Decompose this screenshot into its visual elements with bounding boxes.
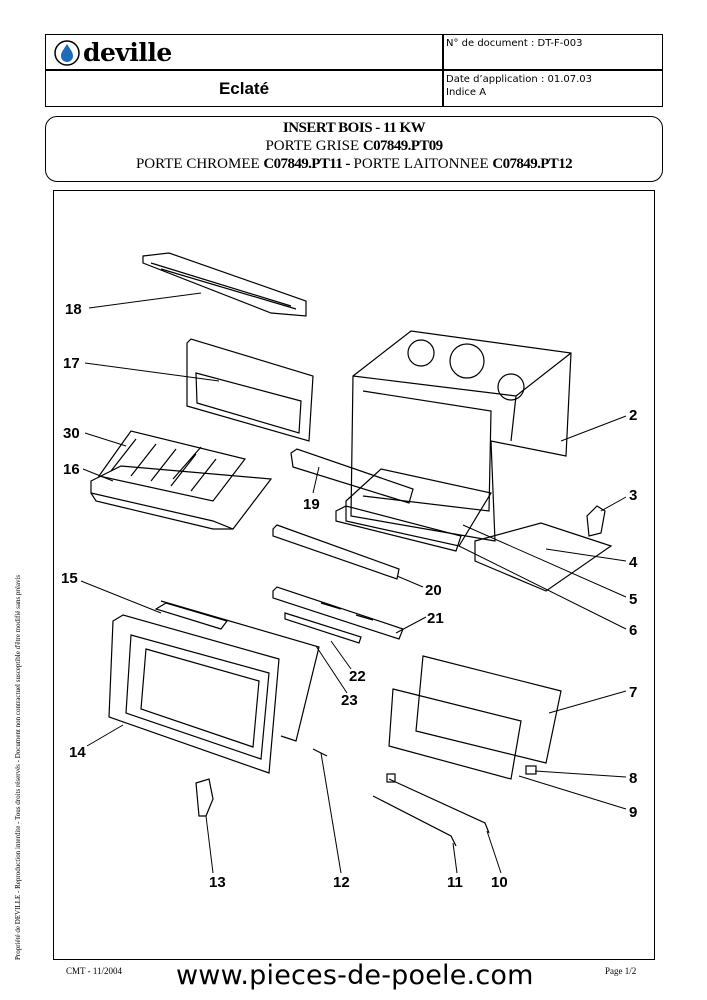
part-8-clip (525, 765, 537, 775)
label-8: 8 (629, 770, 637, 787)
label-22: 22 (349, 668, 366, 685)
part-7-glass (415, 655, 562, 764)
door-chrome-brass-line: PORTE CHROMEE C07849.PT11 - PORTE LAITON… (46, 156, 662, 173)
part-6-frame (335, 505, 462, 552)
label-17: 17 (63, 355, 80, 372)
part-20-bar (272, 524, 400, 580)
door-chrome-ref: C07849.PT11 - (263, 156, 350, 172)
label-30: 30 (63, 425, 80, 442)
logo-text: deville (83, 38, 172, 67)
document-number: N° de document : DT-F-003 (446, 38, 583, 49)
label-5: 5 (629, 591, 637, 608)
part-2-firebox (350, 330, 572, 542)
part-17-back-plate (186, 338, 314, 442)
label-11: 11 (447, 874, 463, 891)
application-date: Date d’application : 01.07.03 (446, 74, 593, 85)
label-2: 2 (629, 407, 637, 424)
exploded-view-frame: 18 17 30 16 15 14 19 2 3 4 5 6 20 21 22 … (53, 190, 655, 960)
header-table: deville Eclaté N° de document : DT-F-003… (45, 34, 663, 107)
part-19-bracket (290, 448, 414, 504)
part-3-clip (586, 505, 606, 537)
product-title-box: INSERT BOIS - 11 KW PORTE GRISE C07849.P… (45, 116, 663, 182)
part-10-rod (388, 778, 490, 834)
page-number: Page 1/2 (605, 966, 637, 976)
copyright-notice: Propriété de DEVILLE - Reproduction inte… (14, 574, 22, 960)
label-7: 7 (629, 684, 637, 701)
part-22-strip (284, 612, 362, 644)
door-grey-ref: C07849.PT09 (362, 138, 443, 154)
exploded-view-drawing: 18 17 30 16 15 14 19 2 3 4 5 6 20 21 22 … (61, 252, 638, 891)
deville-logo: deville (54, 38, 172, 67)
part-21-bar (272, 586, 404, 640)
door-chrome-label: PORTE CHROMEE (135, 156, 264, 172)
label-4: 4 (629, 554, 638, 571)
label-10: 10 (491, 874, 508, 891)
index: Indice A (446, 87, 487, 98)
label-18: 18 (65, 301, 82, 318)
part-9-glass-frame (388, 688, 522, 780)
part-30-grate (97, 430, 247, 502)
label-12: 12 (333, 874, 350, 891)
part-15-hinge (154, 602, 228, 630)
label-3: 3 (629, 487, 637, 504)
drop-logo-icon (54, 39, 80, 66)
footer-ref: CMT - 11/2004 (66, 966, 123, 976)
part-14-door (108, 614, 280, 774)
part-5-tray (345, 468, 492, 547)
part-23-gasket (160, 600, 320, 742)
label-21: 21 (427, 610, 444, 627)
footer-website[interactable]: www.pieces-de-poele.com (176, 960, 534, 991)
part-13-handle (195, 778, 214, 817)
label-9: 9 (629, 804, 637, 821)
document-title: Eclaté (218, 79, 270, 98)
part-18-deflector (142, 252, 307, 317)
part-4-sheet (474, 522, 613, 592)
label-23: 23 (341, 692, 358, 709)
label-6: 6 (629, 622, 637, 639)
label-16: 16 (63, 461, 80, 478)
header-divider-vertical (442, 35, 444, 106)
product-title: INSERT BOIS - 11 KW (282, 120, 426, 136)
door-grey-label: PORTE GRISE (265, 138, 363, 154)
label-20: 20 (425, 582, 442, 599)
label-14: 14 (69, 744, 86, 761)
label-19: 19 (303, 496, 320, 513)
door-grey-line: PORTE GRISE C07849.PT09 (46, 138, 662, 155)
door-brass-label: PORTE LAITONNEE (349, 156, 493, 172)
part-12-pin (312, 748, 328, 757)
door-brass-ref: C07849.PT12 (492, 156, 573, 172)
part-11-rod (372, 795, 457, 847)
label-15: 15 (61, 570, 78, 587)
header-divider-horizontal (46, 69, 662, 71)
part-16-ash-base (90, 465, 273, 530)
label-13: 13 (209, 874, 226, 891)
